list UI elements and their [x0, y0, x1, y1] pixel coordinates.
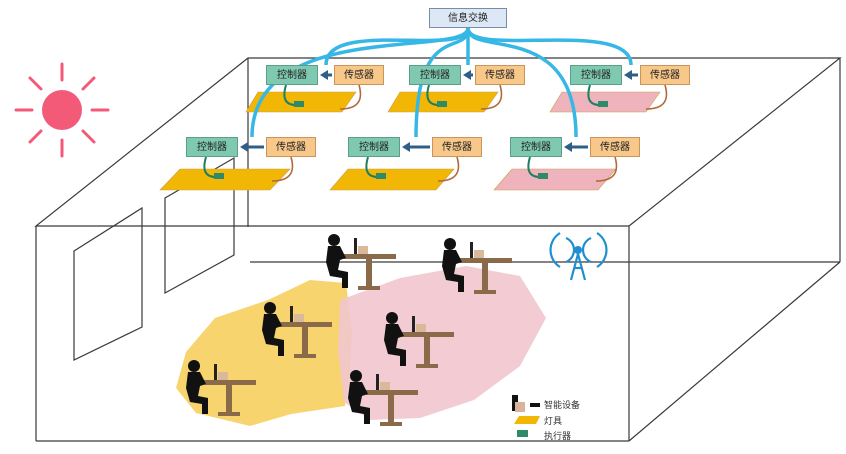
actuator-icon	[376, 173, 386, 179]
sensor-box-2: 传感器	[475, 65, 525, 85]
sensor-box-6: 传感器	[590, 137, 640, 157]
hub-link-3	[468, 28, 631, 65]
controller-box-4: 控制器	[186, 137, 238, 157]
controller-box-1: 控制器	[266, 65, 318, 85]
info-exchange-hub: 信息交换	[429, 8, 507, 28]
legend-lamp-icon	[514, 416, 540, 424]
legend-actuator-icon	[517, 430, 528, 437]
controller-box-2: 控制器	[409, 65, 461, 85]
arrow-head	[402, 142, 410, 152]
legend-icons	[512, 395, 540, 437]
window-left	[74, 208, 142, 360]
arrow-head	[624, 70, 632, 80]
ceiling-panel-6	[494, 169, 616, 190]
legend-device-icon	[512, 395, 540, 412]
ceiling-panel-4	[160, 169, 290, 190]
sun-icon	[16, 64, 108, 156]
arrow-head	[240, 142, 248, 152]
actuator-icon	[538, 173, 548, 179]
ceiling-light-panels	[160, 70, 666, 190]
room-floor-right	[629, 262, 840, 441]
sensor-box-1: 传感器	[334, 65, 384, 85]
sensor-box-4: 传感器	[266, 137, 316, 157]
arrow-head	[463, 70, 471, 80]
wireless-antenna-icon	[551, 233, 607, 280]
arrow-head	[564, 142, 572, 152]
sensor-box-5: 传感器	[432, 137, 482, 157]
legend-item-device: 智能设备	[544, 398, 580, 411]
ceiling-panel-5	[330, 169, 454, 190]
actuator-icon	[214, 173, 224, 179]
controller-box-5: 控制器	[348, 137, 400, 157]
actuator-icon	[294, 101, 304, 107]
controller-box-6: 控制器	[510, 137, 562, 157]
actuator-icon	[598, 101, 608, 107]
legend-item-actuator: 执行器	[544, 429, 571, 442]
sensor-box-3: 传感器	[640, 65, 690, 85]
arrow-head	[320, 70, 328, 80]
controller-box-3: 控制器	[570, 65, 622, 85]
legend-item-lamp: 灯具	[544, 414, 562, 427]
actuator-icon	[437, 101, 447, 107]
